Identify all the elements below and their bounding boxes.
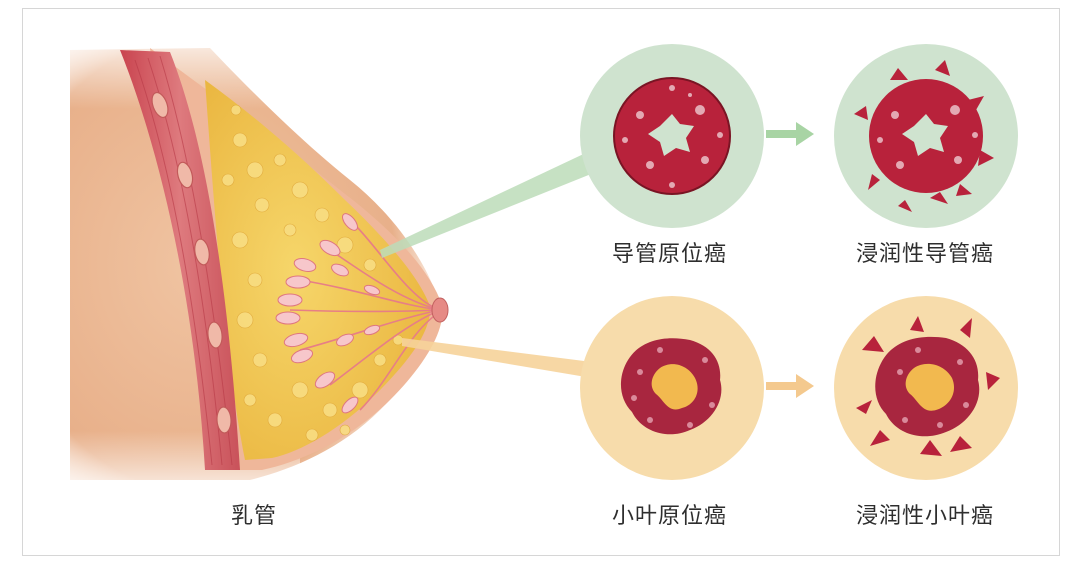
dcis-illustration: [580, 44, 764, 228]
idc-label: 浸润性导管癌: [856, 242, 995, 267]
mammary-lobules: [275, 213, 381, 414]
idc-illustration: [834, 44, 1018, 228]
ilc-label: 浸润性小叶癌: [856, 504, 995, 529]
dcis-label: 导管原位癌: [612, 242, 728, 267]
duct-pointer-beam: [380, 150, 596, 258]
fat-globules: [221, 104, 404, 442]
nipple: [431, 297, 449, 323]
lobule-pointer-beam: [402, 338, 592, 378]
duct-label: 乳管: [231, 504, 278, 529]
mammary-ducts: [289, 224, 441, 411]
pectoral-muscle: [120, 50, 240, 470]
lcis-label: 小叶原位癌: [612, 504, 728, 529]
lobule-progression-arrow: [766, 374, 814, 398]
duct-progression-arrow: [766, 122, 814, 146]
breast-cross-section: [60, 40, 449, 500]
rib-sections: [151, 91, 232, 434]
ilc-illustration: [834, 296, 1018, 480]
lcis-illustration: [580, 296, 764, 480]
